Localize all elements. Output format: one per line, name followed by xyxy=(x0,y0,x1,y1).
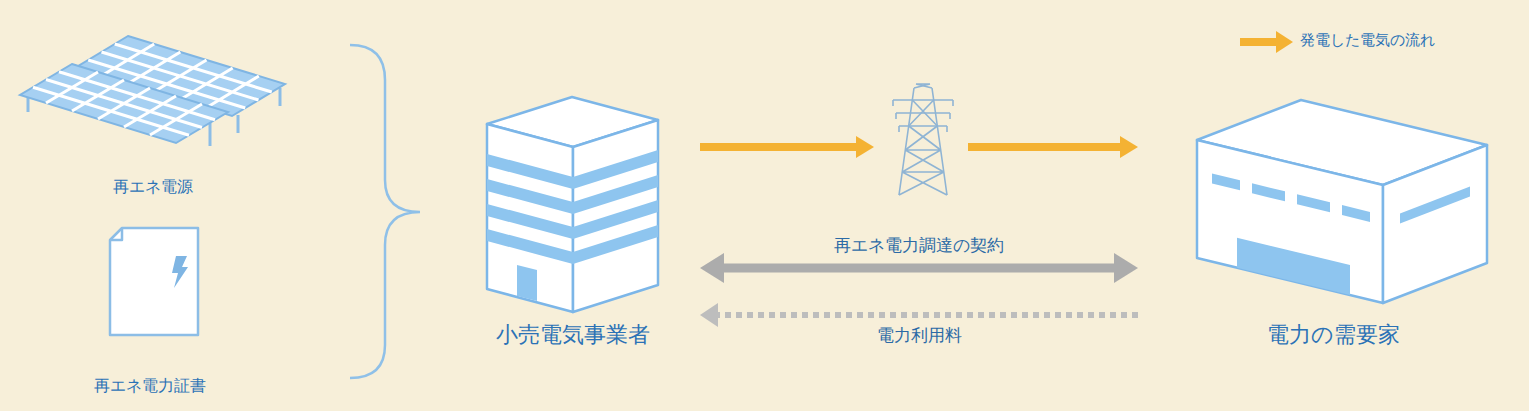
office-building xyxy=(487,150,658,301)
office-building xyxy=(487,229,573,264)
factory-building xyxy=(1197,100,1487,303)
flow-arrowhead xyxy=(856,136,874,158)
certificate: 再エネ電力証書 xyxy=(55,225,245,395)
factory-building xyxy=(1197,140,1383,303)
office-building xyxy=(573,225,658,264)
node-label: 電力の需要家 xyxy=(1267,322,1400,348)
certificate-icon xyxy=(172,256,188,288)
legend-arrow xyxy=(1240,38,1278,46)
office-building xyxy=(487,97,658,312)
office-building xyxy=(573,120,658,312)
consumer-box: 電力の需要家 xyxy=(1138,95,1529,350)
solar-panel xyxy=(20,36,285,146)
factory-building xyxy=(1383,145,1487,303)
factory-building xyxy=(1237,238,1350,295)
office-building xyxy=(517,265,537,301)
certificate-icon xyxy=(110,228,122,240)
solar-panel xyxy=(20,64,228,143)
node-label: 再エネ電源 xyxy=(113,177,193,196)
transmission-tower xyxy=(899,100,947,195)
transmission-tower xyxy=(893,84,953,195)
node-label: 小売電気事業者 xyxy=(496,322,650,348)
factory-building xyxy=(1212,174,1470,295)
brace xyxy=(350,45,420,378)
solar-panel xyxy=(20,64,228,143)
transmission-tower xyxy=(893,100,953,132)
certificate-icon xyxy=(110,228,198,335)
solar-panel xyxy=(279,88,282,106)
factory-building xyxy=(1342,205,1370,222)
payment-arrow xyxy=(718,312,1138,318)
legend-arrow xyxy=(1276,31,1293,53)
legend-label: 発電した電気の流れ xyxy=(1300,31,1435,50)
factory-building xyxy=(1212,174,1240,191)
legend-entry: 発電した電気の流れ xyxy=(1300,31,1435,50)
office-building xyxy=(487,124,573,312)
factory-building xyxy=(1297,194,1330,212)
edge-label: 電力利用料 xyxy=(877,324,962,347)
solar-panel xyxy=(237,115,240,133)
node-label: 再エネ電力証書 xyxy=(94,376,206,395)
solar-panel xyxy=(20,64,228,143)
brace xyxy=(350,45,420,378)
solar-panel xyxy=(209,122,212,146)
retailer-box: 小売電気事業者 xyxy=(445,95,700,350)
factory-building xyxy=(1252,183,1285,201)
flow-arrowhead xyxy=(856,136,874,158)
power-flow-arrow xyxy=(700,143,1120,151)
legend-arrow xyxy=(1240,31,1293,53)
contract-arrow xyxy=(724,264,1114,273)
certificate-icon xyxy=(110,228,198,335)
factory-building xyxy=(1400,187,1470,224)
edge-label: 再エネ電力調達の契約 xyxy=(834,234,1004,257)
energy-source: 再エネ電源 xyxy=(20,30,285,198)
solar-panel xyxy=(27,98,30,112)
